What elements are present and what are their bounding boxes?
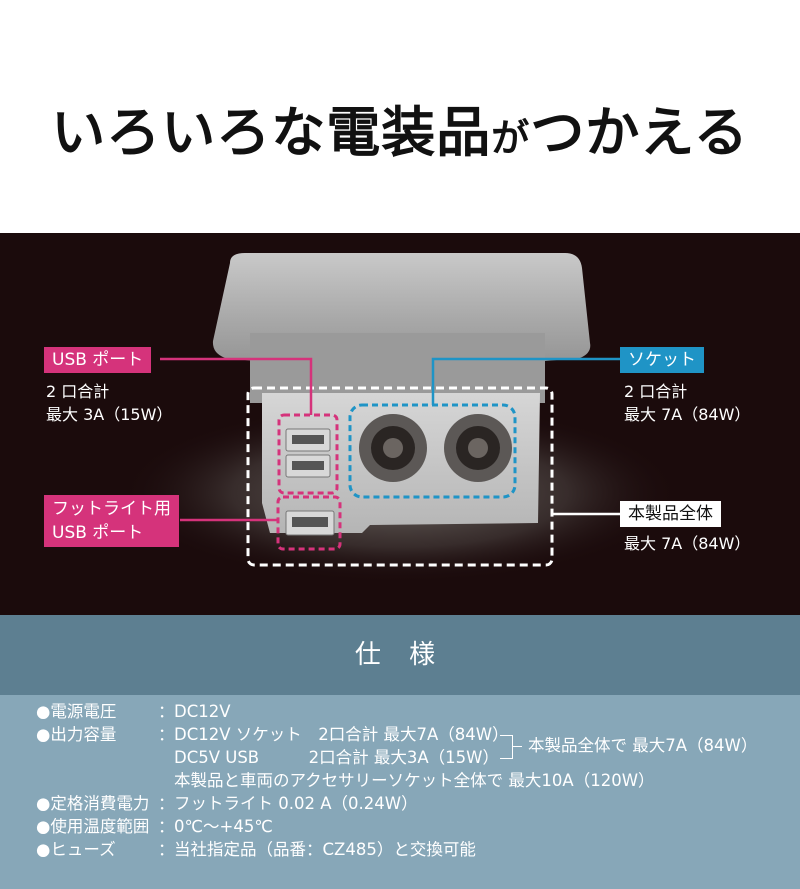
spec-value-temperature: 0℃〜+45℃	[174, 817, 273, 836]
spec-bracket	[500, 735, 513, 759]
headline-part3: つかえる	[530, 101, 749, 164]
socket-leader	[431, 357, 628, 405]
spec-value-output-total: 本製品と車両のアクセサリーソケット全体で 最大10A（120W）	[174, 771, 655, 790]
footlight-port-tag: フットライト用 USB ポート	[44, 495, 179, 547]
spec-label-output: ●出力容量	[36, 725, 117, 744]
spec-colon: ：	[158, 794, 175, 813]
spec-label-fuse: ●ヒューズ	[36, 840, 116, 859]
spec-value-voltage: DC12V	[174, 702, 231, 721]
whole-product-note: 最大 7A（84W）	[624, 534, 751, 553]
usb-port-2-slot	[292, 461, 324, 470]
whole-product-outline	[246, 386, 554, 567]
headline-part1: いろいろな電装品	[51, 101, 492, 164]
headline: いろいろな電装品がつかえる	[0, 88, 800, 167]
spec-colon: ：	[158, 725, 175, 744]
usb-port-note-2: 最大 3A（15W）	[46, 405, 173, 424]
whole-product-tag: 本製品全体	[620, 501, 721, 527]
product-photo: USB ポート 2 口合計 最大 3A（15W） フットライト用 USB ポート…	[0, 233, 800, 615]
footlight-port-line2: USB ポート	[52, 523, 144, 543]
spec-label-consumption: ●定格消費電力	[36, 794, 150, 813]
spec-colon: ：	[158, 817, 175, 836]
usb-port-tag: USB ポート	[44, 347, 152, 373]
spec-label-voltage: ●電源電圧	[36, 702, 117, 721]
spec-body: ●電源電圧 ： DC12V ●出力容量 ： DC12V ソケット 2口合計 最大…	[0, 695, 800, 889]
usb-port-1-slot	[292, 435, 324, 444]
usb-port-foot-slot	[292, 517, 328, 527]
footlight-port-line1: フットライト用	[52, 499, 171, 519]
usb-port-outline	[277, 413, 339, 495]
headline-part2: が	[491, 116, 531, 160]
spec-title: 仕 様	[0, 615, 800, 695]
spec-colon: ：	[158, 840, 175, 859]
spec-bracket-tick	[512, 746, 522, 747]
spec-bracket-note: 本製品全体で 最大7A（84W）	[528, 736, 758, 755]
product-illustration	[120, 253, 680, 583]
socket-note-1: 2 口合計	[624, 382, 688, 401]
usb-port-leader	[160, 357, 313, 415]
spec-value-output-usb: DC5V USB 2口合計 最大3A（15W）	[174, 748, 499, 767]
spec-value-output-socket: DC12V ソケット 2口合計 最大7A（84W）	[174, 725, 509, 744]
usb-port-note-1: 2 口合計	[46, 382, 110, 401]
footlight-port-outline	[276, 495, 342, 551]
socket-note-2: 最大 7A（84W）	[624, 405, 751, 424]
spec-label-temperature: ●使用温度範囲	[36, 817, 150, 836]
spec-value-fuse: 当社指定品（品番：CZ485）と交換可能	[174, 840, 476, 859]
spec-value-consumption: フットライト 0.02 A（0.24W）	[174, 794, 418, 813]
spec-colon: ：	[158, 702, 175, 721]
socket-tag: ソケット	[620, 347, 704, 373]
device-mid	[250, 333, 545, 403]
